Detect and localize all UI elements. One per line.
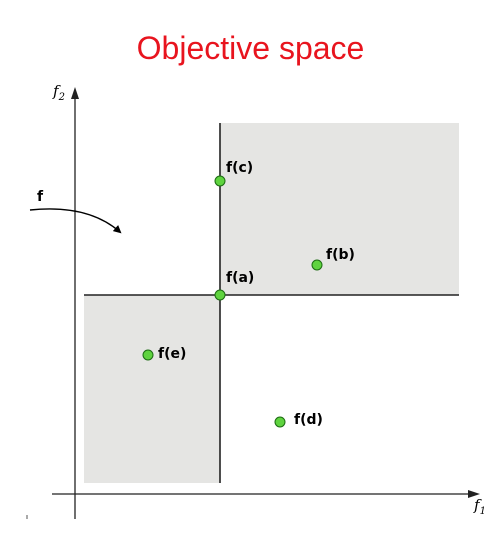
x-axis-arrowhead [468, 490, 480, 498]
page-title: Objective space [136, 30, 365, 66]
point-d [274, 416, 286, 428]
point-e-label: f(e) [158, 346, 186, 362]
dominated-region [220, 123, 459, 295]
point-b [311, 259, 323, 271]
mapping-arrow [29, 208, 122, 234]
point-a [214, 289, 226, 301]
mapping-label: f [37, 189, 44, 205]
point-a-label: f(a) [226, 270, 254, 286]
dominating-region [84, 295, 220, 483]
point-c [214, 175, 226, 187]
point-b-label: f(b) [326, 247, 355, 263]
point-d-label: f(d) [294, 412, 323, 428]
point-e [142, 349, 154, 361]
x-axis-label: f1 [473, 496, 486, 517]
y-axis-arrowhead [71, 87, 79, 99]
y-axis-label: f2 [52, 82, 65, 103]
point-c-label: f(c) [226, 160, 253, 176]
